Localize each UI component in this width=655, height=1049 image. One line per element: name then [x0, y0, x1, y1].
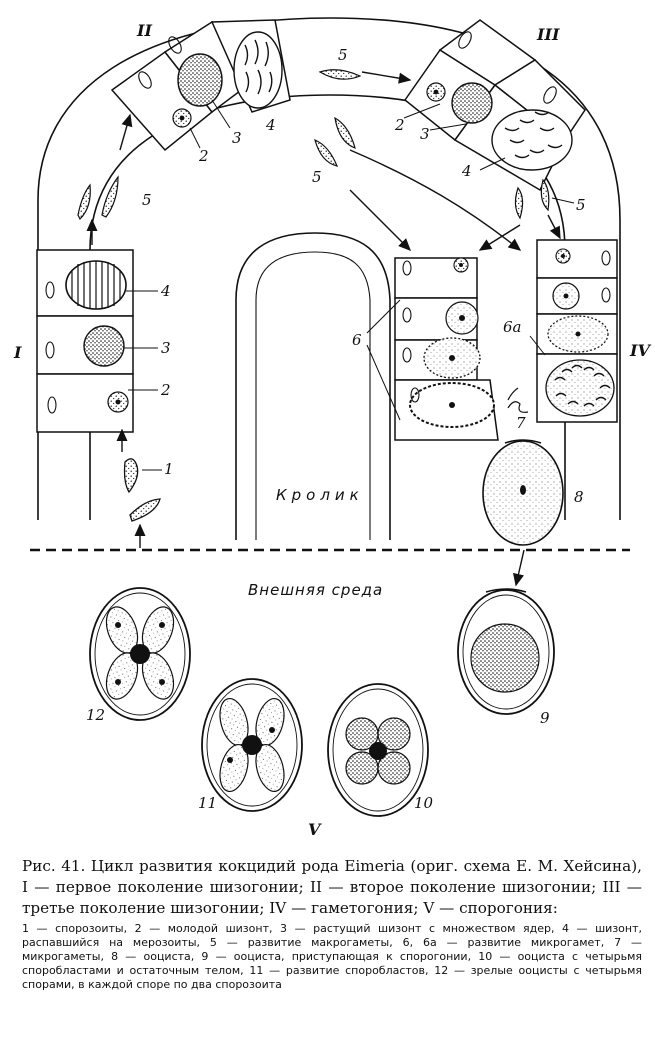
stage-III-cells	[403, 19, 586, 192]
number-label-5-right: 5	[576, 196, 586, 214]
caption-legend: 1 — спорозоиты, 2 — молодой шизонт, 3 — …	[22, 922, 642, 991]
merozoites	[77, 69, 550, 221]
number-label-9: 9	[540, 709, 550, 727]
eimeria-life-cycle-figure: II III I IV V 1 2 2 2 3 3 3 4 4 4 5 5 5 …	[13, 17, 651, 839]
stage-label-V: V	[308, 820, 322, 839]
oocyst-12	[89, 587, 191, 721]
oocyst-8	[482, 439, 564, 546]
number-label-11: 11	[198, 794, 217, 812]
stage-II-cells	[110, 19, 291, 152]
figure-caption: Рис. 41. Цикл развития кокцидий рода Eim…	[22, 856, 642, 992]
stage-I-cells	[36, 249, 134, 433]
villus-outline	[235, 232, 391, 540]
number-label-4-left: 4	[160, 282, 171, 300]
number-label-5-left: 5	[142, 191, 152, 209]
stage-label-IV: IV	[629, 341, 651, 360]
intestine-outer-wall	[37, 17, 621, 520]
stage-label-III: III	[536, 25, 560, 44]
stage-label-II: II	[136, 21, 152, 40]
number-label-6: 6	[352, 331, 362, 349]
number-label-7: 7	[516, 414, 526, 432]
number-label-2-top: 2	[198, 147, 209, 165]
oocyst-11	[201, 678, 303, 812]
number-label-6a: 6а	[503, 318, 522, 336]
number-label-10: 10	[414, 794, 434, 812]
number-label-1: 1	[164, 460, 174, 478]
cycle-arrows	[86, 71, 561, 587]
oocyst-9	[457, 588, 555, 715]
number-label-3-right: 3	[420, 125, 430, 143]
stage-label-I: I	[13, 343, 22, 362]
number-label-5-top: 5	[338, 46, 348, 64]
number-label-4-top: 4	[265, 116, 276, 134]
number-label-8: 8	[574, 488, 584, 506]
number-label-3-left: 3	[161, 339, 171, 357]
stage-IV-cells	[536, 239, 618, 423]
leader-lines	[124, 99, 575, 471]
villus-inner	[255, 251, 371, 540]
number-label-2-right: 2	[394, 116, 405, 134]
number-label-4-right: 4	[461, 162, 472, 180]
number-label-3-top: 3	[232, 129, 242, 147]
environment-label: Внешняя среда	[248, 581, 383, 599]
stage-6-cells	[394, 257, 499, 441]
microgametes	[507, 387, 529, 413]
number-label-12: 12	[86, 706, 105, 724]
number-label-2-left: 2	[160, 381, 171, 399]
number-label-5-mid: 5	[312, 168, 322, 186]
host-label: Кролик	[276, 486, 364, 504]
oocyst-10	[327, 683, 429, 817]
caption-main: Рис. 41. Цикл развития кокцидий рода Eim…	[22, 857, 642, 917]
sporozoites	[123, 458, 161, 522]
